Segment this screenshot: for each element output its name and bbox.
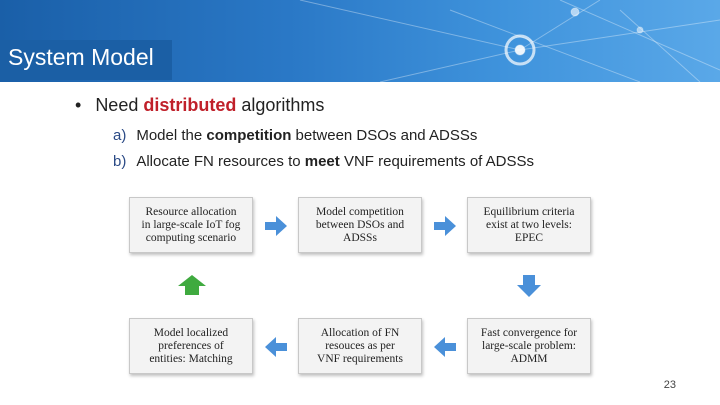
flow-box-equilibrium: Equilibrium criteria exist at two levels…	[467, 197, 591, 253]
title-bar	[0, 40, 172, 80]
arrow-up-icon	[178, 275, 206, 295]
arrow-right-icon	[265, 216, 287, 236]
subitem-number: a)	[113, 127, 127, 144]
bullet-dot: •	[75, 95, 82, 115]
network-decoration	[299, 0, 720, 82]
page-number: 23	[663, 379, 676, 391]
subitem-text: Allocate FN resources to	[136, 153, 305, 170]
subitem-number: b)	[113, 153, 127, 170]
bullet-highlight: distributed	[143, 95, 237, 115]
flow-box-resource-allocation: Resource allocation in large-scale IoT f…	[129, 197, 253, 253]
subitem-text: Model the	[136, 127, 207, 144]
arrow-right-icon	[434, 216, 456, 236]
subitem-bold: meet	[304, 153, 340, 170]
subitem-text: VNF requirements of ADSSs	[339, 153, 535, 170]
flow-box-model-competition: Model competition between DSOs and ADSSs	[298, 197, 422, 253]
bullet-text-before: Need	[95, 95, 144, 115]
main-bullet: • Need distributed algorithms	[75, 95, 324, 116]
page-title: System Model	[8, 44, 154, 70]
flow-box-allocation: Allocation of FN resouces as per VNF req…	[298, 318, 422, 374]
bullet-text-after: algorithms	[236, 95, 325, 115]
subitem-b: b) Allocate FN resources to meet VNF requ…	[113, 153, 534, 170]
arrow-down-icon	[517, 275, 541, 297]
arrow-left-icon	[434, 337, 456, 357]
flow-box-fast-convergence: Fast convergence for large-scale problem…	[467, 318, 591, 374]
subitem-text: between DSOs and ADSSs	[291, 127, 478, 144]
subitem-bold: competition	[206, 127, 292, 144]
arrow-left-icon	[265, 337, 287, 357]
subitem-a: a) Model the competition between DSOs and…	[113, 127, 477, 144]
flow-box-localized-preferences: Model localized preferences of entities:…	[129, 318, 253, 374]
